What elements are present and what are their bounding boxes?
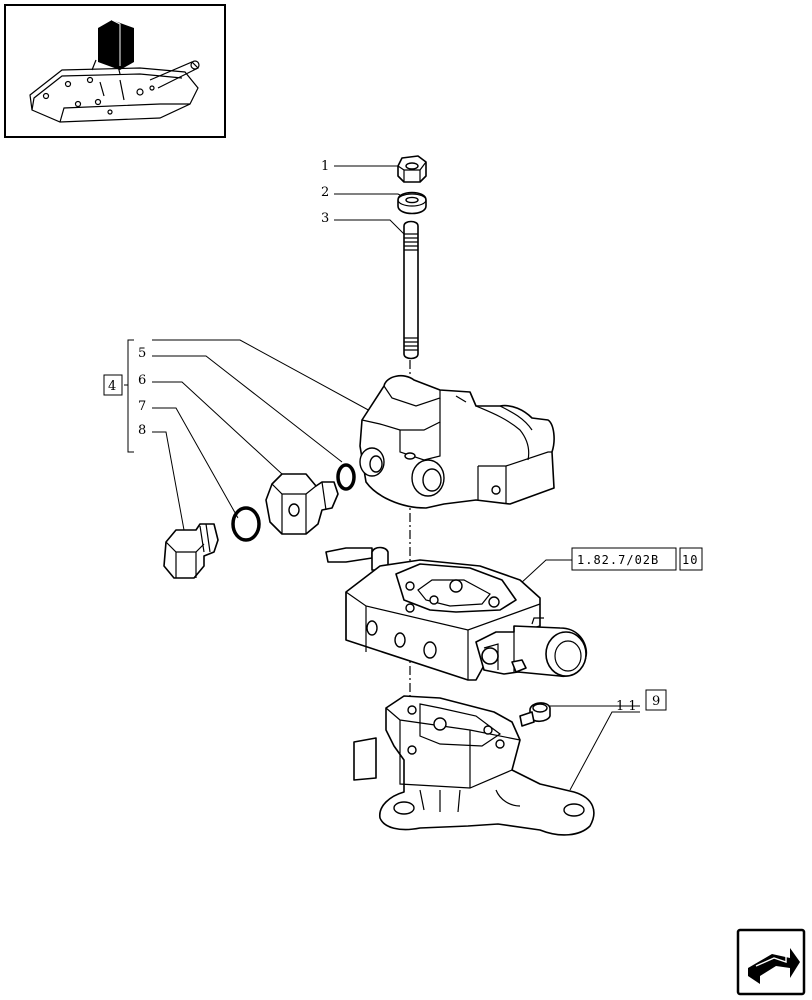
next-page-arrow-icon[interactable] xyxy=(736,928,806,996)
part-3-stud xyxy=(403,220,419,360)
callout-1: 1 xyxy=(321,159,329,174)
part-6-fitting xyxy=(265,473,339,535)
part-11-screw xyxy=(519,702,551,727)
group-4-label[interactable]: 4 xyxy=(108,379,116,394)
callout-8: 8 xyxy=(138,423,146,438)
leader-5 xyxy=(152,355,343,463)
thumbnail-frame[interactable] xyxy=(4,4,226,138)
part-1-nut xyxy=(397,155,427,183)
ref-9-box[interactable]: 9 xyxy=(645,689,667,711)
ref-9-label: 9 xyxy=(652,694,660,709)
callout-7: 7 xyxy=(138,399,146,414)
leader-7 xyxy=(152,407,239,519)
leader-3 xyxy=(334,219,409,239)
leader-10 xyxy=(519,559,572,585)
part-5-o-ring xyxy=(336,463,356,491)
part-8-plug xyxy=(163,523,219,579)
leader-8 xyxy=(152,431,185,531)
xref-label: 1.82.7/02B xyxy=(577,553,659,567)
ref-10-label: 10 xyxy=(682,553,698,567)
part-10-control-valve xyxy=(325,546,588,681)
leader-6 xyxy=(152,381,283,475)
part-4-valve-body xyxy=(359,374,555,509)
part-9-lower-housing xyxy=(353,695,595,836)
part-2-washer xyxy=(397,191,427,215)
leader-11-body xyxy=(569,711,640,791)
callout-2: 2 xyxy=(321,185,329,200)
callout-11: 1 1 xyxy=(616,699,637,714)
ref-10-box[interactable]: 10 xyxy=(679,547,703,571)
group-4-bracket: 4 xyxy=(103,339,134,453)
leader-1 xyxy=(334,165,407,171)
xref-1-82-7-02b[interactable]: 1.82.7/02B xyxy=(571,547,677,571)
part-7-o-ring xyxy=(231,506,261,542)
thumbnail-housing-icon xyxy=(29,19,200,123)
callout-5: 5 xyxy=(138,346,146,361)
leader-group-4 xyxy=(152,339,373,413)
callout-6: 6 xyxy=(138,373,146,388)
callout-3: 3 xyxy=(321,211,329,226)
